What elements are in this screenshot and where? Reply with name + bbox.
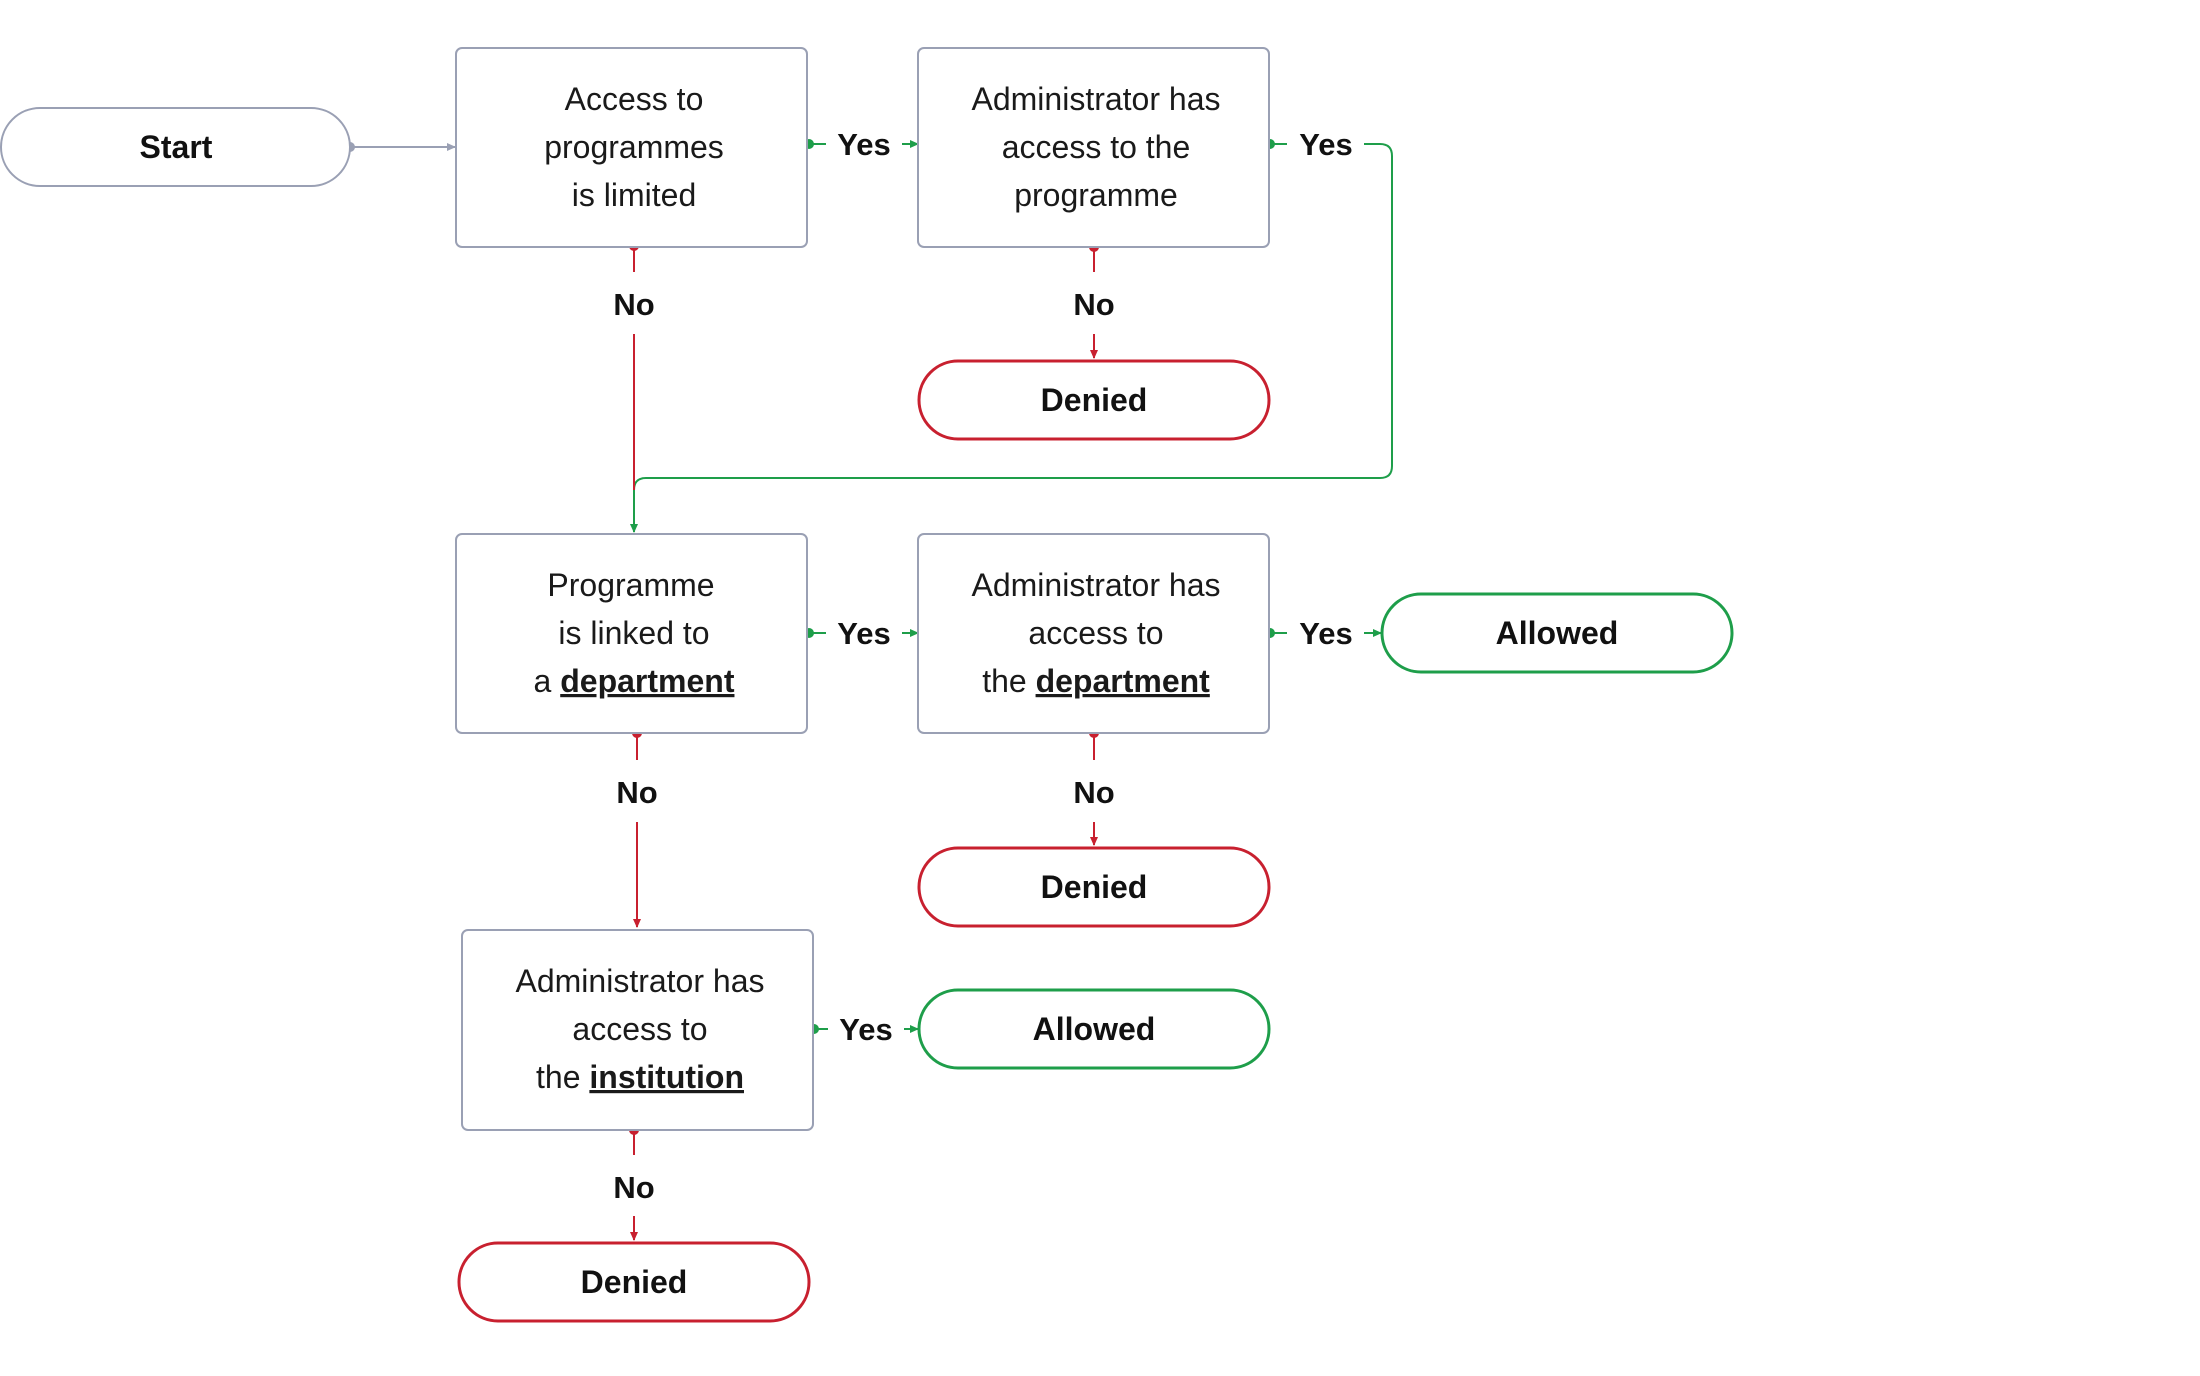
denied-node-3: Denied [457,1241,811,1323]
allowed-2-shape [917,988,1271,1070]
q4-yes-label: Yes [1299,616,1352,651]
q3-line3-prefix: a [534,663,561,699]
q4-line3: the department [982,663,1210,699]
q4-line2: access to [1028,615,1163,651]
start-node: Start [0,107,351,187]
q5-line3-prefix: the [536,1059,589,1095]
q2-line1: Administrator has [972,81,1221,117]
q4-no-label: No [1073,775,1114,810]
edge-labels: Yes Yes No No Yes Yes No No Yes No [613,127,1352,1205]
denied-node-2: Denied [917,846,1271,928]
q1-line1: Access to [565,81,704,117]
q1-yes-label: Yes [837,127,890,162]
allowed-node-1: Allowed [1380,592,1734,674]
q1-line2: programmes [544,129,724,165]
q3-yes-label: Yes [837,616,890,651]
decision-admin-department-access: Administrator has access to the departme… [917,533,1270,734]
q2-yes-label: Yes [1299,127,1352,162]
q1-box [455,47,808,248]
q3-line1: Programme [547,567,714,603]
allowed-1-shape [1380,592,1734,674]
q3-no-label: No [616,775,657,810]
denied-3-label: Denied [581,1264,688,1300]
q5-institution-keyword: institution [589,1059,744,1095]
denied-2-label: Denied [1041,869,1148,905]
q4-box [917,533,1270,734]
denied-node-1: Denied [917,359,1271,441]
allowed-2-label: Allowed [1033,1011,1156,1047]
allowed-node-2: Allowed [917,988,1271,1070]
q2-line3: programme [1014,177,1178,213]
start-shape [0,107,351,187]
denied-1-label: Denied [1041,382,1148,418]
q2-no-label: No [1073,287,1114,322]
decision-admin-institution-access: Administrator has access to the institut… [461,929,814,1131]
q5-line2: access to [572,1011,707,1047]
q2-box [917,47,1270,248]
q4-line3-prefix: the [982,663,1035,699]
q5-no-label: No [613,1170,654,1205]
decision-admin-programme-access: Administrator has access to the programm… [917,47,1270,248]
q5-line1: Administrator has [516,963,765,999]
q1-no-label: No [613,287,654,322]
q5-box [461,929,814,1131]
q5-yes-label: Yes [839,1012,892,1047]
q2-line2: access to the [1002,129,1191,165]
denied-1-shape [917,359,1271,441]
q3-department-keyword: department [560,663,735,699]
q3-line2: is linked to [558,615,709,651]
denied-3-shape [457,1241,811,1323]
q4-line1: Administrator has [972,567,1221,603]
start-label: Start [140,129,213,165]
q2-yes-loop [630,143,1393,533]
denied-2-shape [917,846,1271,928]
q3-box [455,533,808,734]
decision-programme-access-limited: Access to programmes is limited [455,47,808,248]
q4-department-keyword: department [1036,663,1211,699]
q1-line3: is limited [572,177,696,213]
decision-programme-linked-department: Programme is linked to a department [455,533,808,734]
q3-line3: a department [534,663,735,699]
allowed-1-label: Allowed [1496,615,1619,651]
q5-line3: the institution [536,1059,744,1095]
